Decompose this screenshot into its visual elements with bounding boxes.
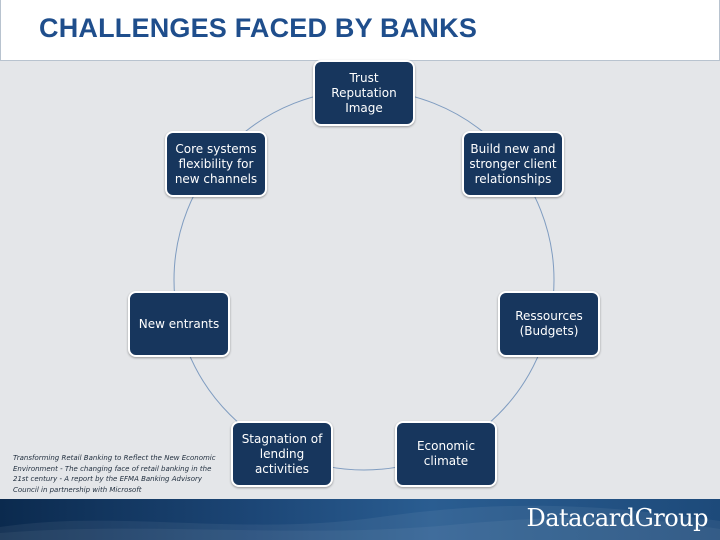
slide-header: CHALLENGES FACED BY BANKS: [0, 0, 720, 61]
footer-wave-decoration: [0, 505, 720, 540]
cycle-node-core-systems: Core systems flexibility for new channel…: [165, 131, 267, 197]
slide-title: CHALLENGES FACED BY BANKS: [39, 13, 478, 43]
source-footnote: Transforming Retail Banking to Reflect t…: [13, 454, 216, 494]
cycle-node-new-entrants: New entrants: [128, 291, 230, 357]
cycle-node-build-relationships: Build new and stronger client relationsh…: [462, 131, 564, 197]
cycle-node-stagnation: Stagnation of lending activities: [231, 421, 333, 487]
cycle-node-trust: Trust Reputation Image: [313, 60, 415, 126]
cycle-node-ressources: Ressources (Budgets): [498, 291, 600, 357]
cycle-node-economic-climate: Economic climate: [395, 421, 497, 487]
datacard-group-logo: DatacardGroup: [526, 504, 708, 532]
footer-bar: DatacardGroup: [0, 499, 720, 540]
